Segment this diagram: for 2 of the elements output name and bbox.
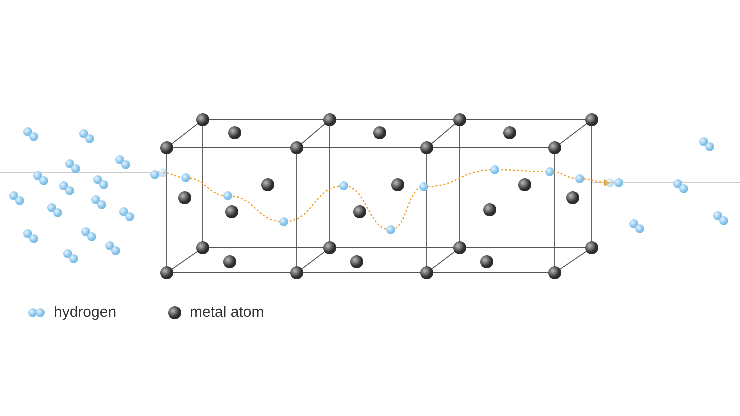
legend-label: metal atom — [190, 303, 264, 323]
legend-label: hydrogen — [54, 303, 117, 323]
